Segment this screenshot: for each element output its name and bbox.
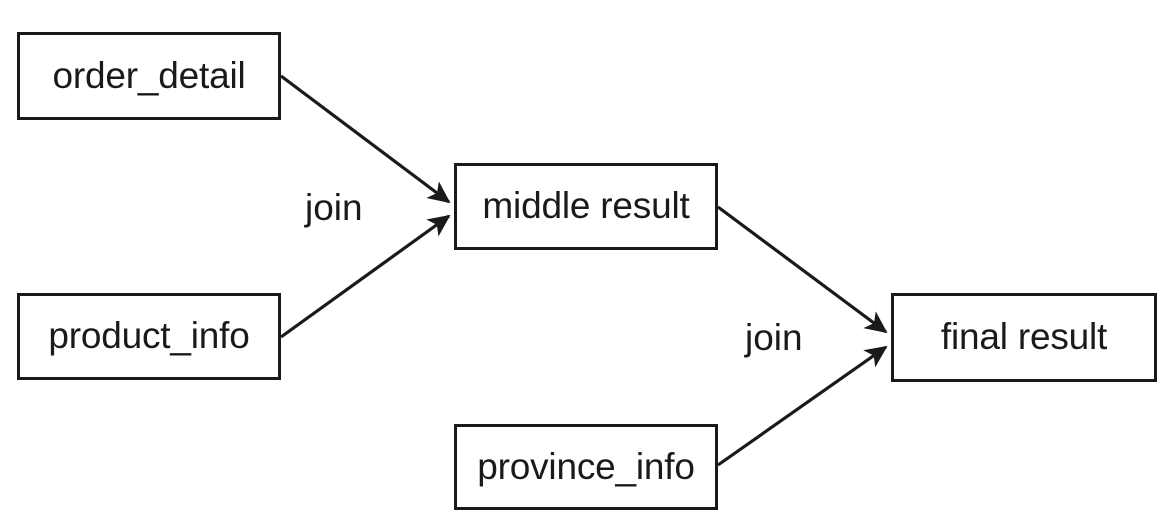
node-order-detail-label: order_detail <box>52 54 246 96</box>
node-middle-result-label: middle result <box>482 185 690 226</box>
node-product-info[interactable]: product_info <box>17 293 281 380</box>
edge-middle-result-to-final-result <box>717 205 888 334</box>
edge-province-info-to-final-result <box>717 345 888 467</box>
node-province-info-label: province_info <box>477 445 695 487</box>
edge-product-info-to-middle-result <box>280 214 451 339</box>
edge-label-join-left: join <box>305 187 363 228</box>
node-final-result[interactable]: final result <box>891 293 1157 382</box>
edge-order-detail-to-middle-result <box>280 74 451 204</box>
node-product-info-label: product_info <box>48 315 250 356</box>
node-middle-result[interactable]: middle result <box>454 163 718 250</box>
node-order-detail[interactable]: order_detail <box>17 32 281 120</box>
edge-label-join-right: join <box>745 317 803 358</box>
node-province-info[interactable]: province_info <box>454 424 718 510</box>
node-final-result-label: final result <box>940 316 1108 357</box>
